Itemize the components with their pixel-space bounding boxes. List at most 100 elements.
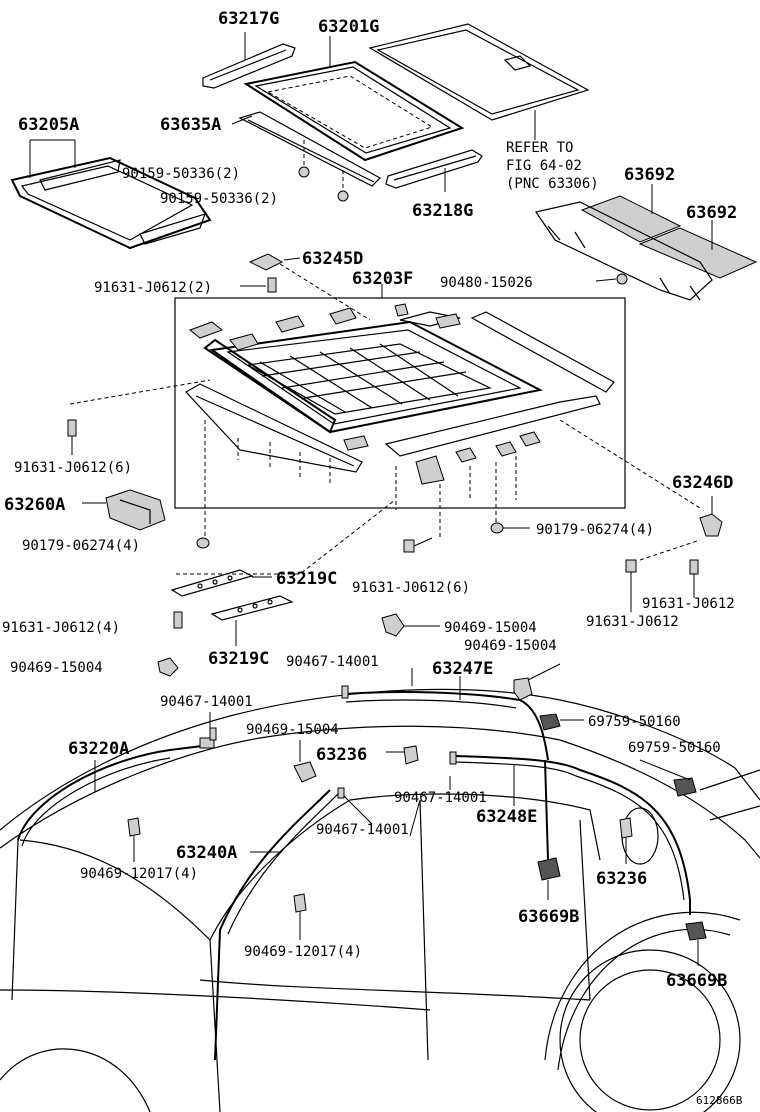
part-63669b-a (537, 857, 561, 900)
label-63669b-b: 63669B (666, 971, 727, 991)
plug-69759-b (673, 777, 697, 797)
label-90467-c: 90467-14001 (394, 790, 487, 806)
part-63219c-upper (170, 569, 272, 597)
drain-hose-63220a (11, 737, 215, 1001)
label-91631-right-b: 91631-J0612 (586, 614, 679, 630)
screw-91631-top (240, 277, 277, 293)
label-91631-lower-left: 91631-J0612(4) (2, 620, 120, 636)
part-63201g-drawing (243, 36, 465, 162)
label-63205a: 63205A (18, 115, 79, 135)
label-90467-d: 90467-14001 (316, 822, 409, 838)
clip-90467-d (337, 787, 373, 825)
label-90469-b: 90469-15004 (10, 660, 103, 676)
label-69759-a: 69759-50160 (588, 714, 681, 730)
guide-line-1 (69, 379, 211, 405)
label-69759-b: 69759-50160 (628, 740, 721, 756)
label-90469-c: 90469-15004 (464, 638, 557, 654)
clip-90469-e (127, 817, 141, 862)
screw-91631-left (67, 419, 77, 455)
label-63240a: 63240A (176, 843, 237, 863)
clip-90467-b (209, 727, 217, 741)
label-91631-center: 91631-J0612(6) (352, 580, 470, 596)
label-90467-b: 90467-14001 (160, 694, 253, 710)
label-90159-lower: 90159-50336(2) (160, 191, 278, 207)
part-63236-b (619, 817, 633, 864)
label-91631-top: 91631-J0612(2) (94, 280, 212, 296)
housing-63203f-box (174, 297, 626, 509)
label-63669b-a: 63669B (518, 907, 579, 927)
screw-91631-center (403, 537, 433, 553)
clip-90480 (595, 273, 628, 285)
part-63692-drawing (535, 184, 758, 301)
part-63246d-drawing (699, 496, 723, 537)
refer-line-3: (PNC 63306) (506, 176, 599, 192)
leader-90469-c (527, 663, 561, 681)
clip-90467-a (341, 685, 349, 699)
clip-90467-c (449, 751, 457, 765)
part-63260a-drawing (82, 489, 166, 531)
label-63692-a: 63692 (624, 165, 675, 185)
screw-90159-upper (298, 140, 310, 178)
label-63247e: 63247E (432, 659, 493, 679)
housing-frame-drawing (185, 303, 615, 540)
label-63236-b: 63236 (596, 869, 647, 889)
part-63219c-lower (210, 595, 294, 646)
label-63218g: 63218G (412, 201, 473, 221)
label-90469-e: 90469-12017(4) (80, 866, 198, 882)
label-63203f: 63203F (352, 269, 413, 289)
label-90469-f: 90469-12017(4) (244, 944, 362, 960)
drain-hose-63248e (454, 755, 691, 915)
label-63260a: 63260A (4, 495, 65, 515)
clip-90469-b (157, 657, 179, 677)
guide-line-2 (176, 499, 396, 575)
label-63245d: 63245D (302, 249, 363, 269)
part-63205a-drawing (10, 139, 212, 250)
figure-id: 612866B (696, 1094, 743, 1107)
guide-line-3 (559, 419, 701, 509)
label-90179-left: 90179-06274(4) (22, 538, 140, 554)
leader-90467-d (409, 799, 421, 837)
clip-90469-d (293, 740, 317, 783)
part-sunshade-drawing (368, 23, 590, 140)
drain-hose-63247e (344, 676, 549, 761)
refer-line-2: FIG 64-02 (506, 158, 582, 174)
part-63669b-b (685, 921, 707, 966)
clip-90179-right (490, 522, 530, 534)
clip-90469-a (381, 613, 440, 637)
label-90159-upper: 90159-50336(2) (122, 166, 240, 182)
label-90179-right: 90179-06274(4) (536, 522, 654, 538)
clip-90179-left (196, 537, 210, 549)
screw-91631-right-b (689, 559, 699, 598)
label-90480: 90480-15026 (440, 275, 533, 291)
screw-91631-lower-left (173, 611, 183, 629)
label-63692-b: 63692 (686, 203, 737, 223)
label-90469-a: 90469-15004 (444, 620, 537, 636)
refer-line-1: REFER TO (506, 140, 573, 156)
label-91631-left: 91631-J0612(6) (14, 460, 132, 476)
part-63218g-drawing (385, 149, 483, 192)
label-63248e: 63248E (476, 807, 537, 827)
label-63219c-lower: 63219C (208, 649, 269, 669)
screw-91631-right-a (625, 559, 637, 612)
label-90469-d: 90469-15004 (246, 722, 339, 738)
leader-69759-b (639, 759, 691, 781)
label-63635a: 63635A (160, 115, 221, 135)
label-90467-a: 90467-14001 (286, 654, 379, 670)
label-63220a: 63220A (68, 739, 129, 759)
part-63217g-drawing (202, 32, 296, 89)
label-63219c-upper: 63219C (276, 569, 337, 589)
guide-line-4 (639, 539, 701, 561)
label-63236-a: 63236 (316, 745, 367, 765)
part-63635a-drawing (231, 111, 381, 187)
part-63245d-drawing (248, 253, 371, 321)
plug-69759-a (539, 713, 584, 731)
drain-hose-63240a (214, 789, 339, 1061)
screw-90159-lower (337, 170, 349, 202)
part-63236-a (386, 745, 419, 765)
label-91631-right-a: 91631-J0612 (642, 596, 735, 612)
label-63201g: 63201G (318, 17, 379, 37)
clip-90469-f (293, 893, 307, 940)
clip-90469-c (513, 677, 533, 701)
